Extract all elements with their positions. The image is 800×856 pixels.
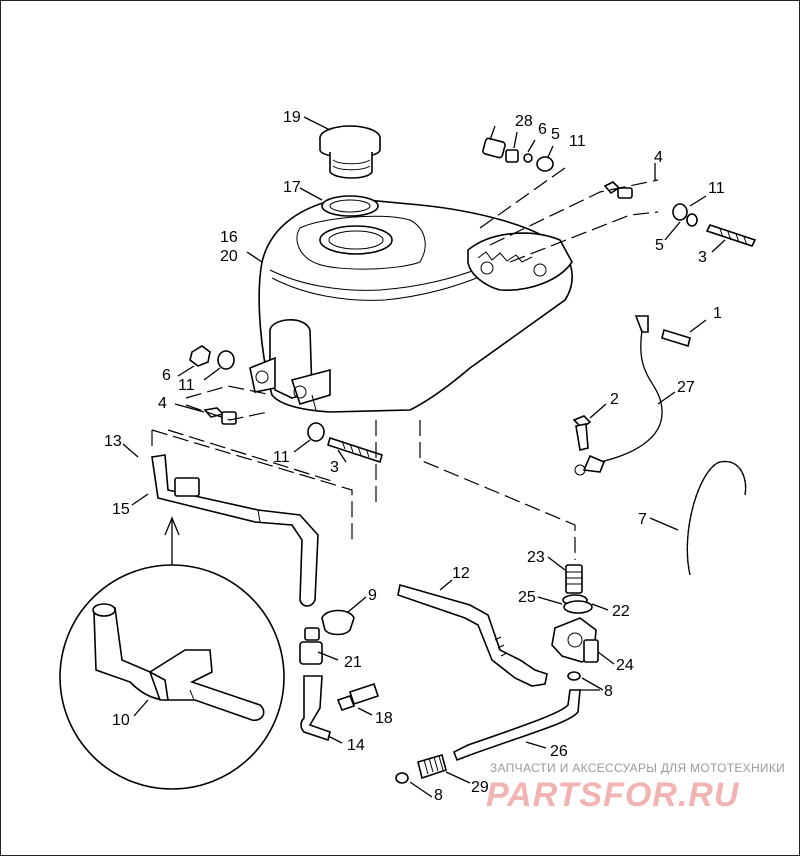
callout-7: 7 bbox=[638, 511, 647, 528]
ground-wire bbox=[572, 315, 691, 476]
clamp-and-fittings bbox=[299, 609, 380, 742]
assembly-guides bbox=[151, 167, 659, 560]
callout-5-top: 5 bbox=[551, 126, 560, 143]
detail-view bbox=[59, 516, 285, 790]
callout-1: 1 bbox=[713, 305, 722, 322]
callout-6-front: 6 bbox=[162, 367, 171, 384]
fuel-tank bbox=[249, 197, 573, 413]
callout-25: 25 bbox=[518, 589, 536, 606]
callout-11-rear: 11 bbox=[708, 180, 725, 197]
callout-15: 15 bbox=[112, 501, 130, 518]
callout-10: 10 bbox=[112, 712, 130, 729]
callout-28: 28 bbox=[515, 113, 533, 130]
callout-27: 27 bbox=[677, 379, 695, 396]
callout-6-top: 6 bbox=[538, 121, 547, 138]
callout-29: 29 bbox=[471, 779, 489, 796]
callouts: 1 2 3 3 4 4 5 5 6 6 7 8 8 9 10 11 11 11 … bbox=[104, 109, 725, 804]
watermark: ЗАПЧАСТИ И АКСЕССУАРЫ ДЛЯ МОТОТЕХНИКИ PA… bbox=[486, 761, 785, 814]
callout-9: 9 bbox=[368, 587, 377, 604]
callout-2: 2 bbox=[610, 391, 619, 408]
callout-17: 17 bbox=[283, 179, 301, 196]
callout-23: 23 bbox=[527, 549, 545, 566]
leader-lines bbox=[122, 116, 726, 798]
callout-13: 13 bbox=[104, 433, 122, 450]
callout-12: 12 bbox=[452, 565, 470, 582]
crossover-tube bbox=[151, 454, 319, 607]
callout-11-top: 11 bbox=[569, 133, 586, 150]
callout-26: 26 bbox=[550, 743, 568, 760]
fuel-line bbox=[397, 583, 548, 687]
front-mount-hardware bbox=[189, 345, 383, 464]
callout-21: 21 bbox=[344, 654, 362, 671]
callout-14: 14 bbox=[347, 737, 365, 754]
callout-11-front-upper: 11 bbox=[178, 377, 195, 394]
callout-3-rear: 3 bbox=[698, 249, 707, 266]
watermark-caption: ЗАПЧАСТИ И АКСЕССУАРЫ ДЛЯ МОТОТЕХНИКИ bbox=[490, 761, 785, 775]
callout-8-lower: 8 bbox=[434, 787, 443, 804]
callout-4-rear: 4 bbox=[654, 149, 663, 166]
callout-24: 24 bbox=[616, 657, 634, 674]
callout-22: 22 bbox=[612, 603, 630, 620]
callout-18: 18 bbox=[375, 710, 393, 727]
edge-strip bbox=[686, 460, 747, 576]
lower-hoses bbox=[395, 689, 581, 784]
petcock-assembly bbox=[551, 564, 599, 681]
watermark-brand: PARTSFOR.RU bbox=[486, 776, 740, 814]
callout-3-front: 3 bbox=[330, 459, 339, 476]
callout-20: 20 bbox=[220, 248, 238, 265]
callout-5-rear: 5 bbox=[655, 237, 664, 254]
rear-mount-hardware bbox=[482, 137, 757, 247]
callout-8-petcock: 8 bbox=[604, 683, 613, 700]
callout-16: 16 bbox=[220, 229, 238, 246]
callout-4-front: 4 bbox=[158, 395, 167, 412]
cap-gasket bbox=[321, 195, 379, 217]
callout-19: 19 bbox=[283, 109, 301, 126]
callout-11-front-lower: 11 bbox=[273, 449, 290, 466]
fuel-cap bbox=[319, 125, 381, 179]
